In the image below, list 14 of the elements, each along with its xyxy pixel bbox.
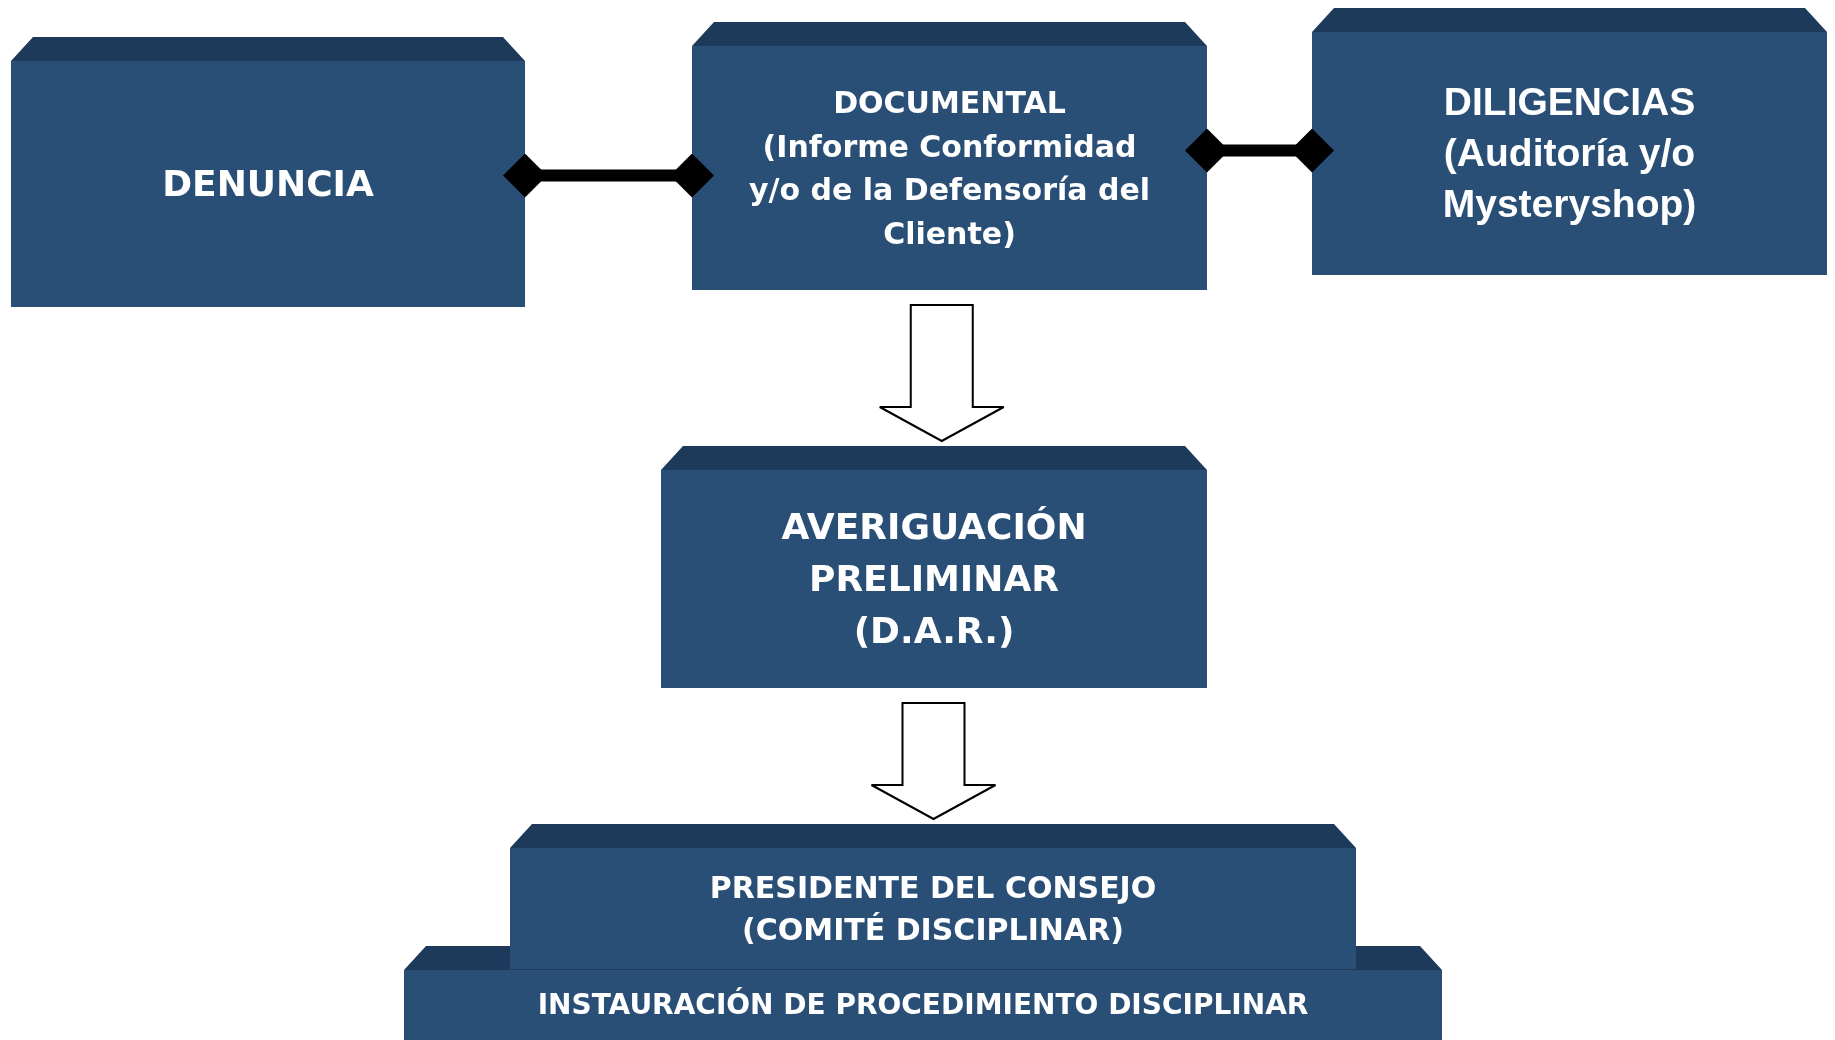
block-arrow [878,304,1005,443]
block-arrow [870,702,997,821]
box-subtitle: (Informe Conformidad y/o de la Defensoría del Cliente) [747,127,1152,253]
box-subtitle: (Auditoría y/o Mysteryshop) [1441,130,1698,227]
box-subtitle: (COMITÉ DISCIPLINAR) [742,910,1124,949]
box-title: DILIGENCIAS [1443,79,1696,126]
box-subtitle: (D.A.R.) [853,609,1015,654]
connector-line [503,153,714,198]
box-title: DENUNCIA [162,162,374,206]
box-title: PRESIDENTE DEL CONSEJO [709,868,1157,907]
box-title: AVERIGUACIÓN PRELIMINAR [780,504,1088,601]
box-title: DOCUMENTAL [833,84,1066,122]
connector-line [1185,128,1334,173]
box-title: INSTAURACIÓN DE PROCEDIMIENTO DISCIPLINAR [537,988,1309,1022]
